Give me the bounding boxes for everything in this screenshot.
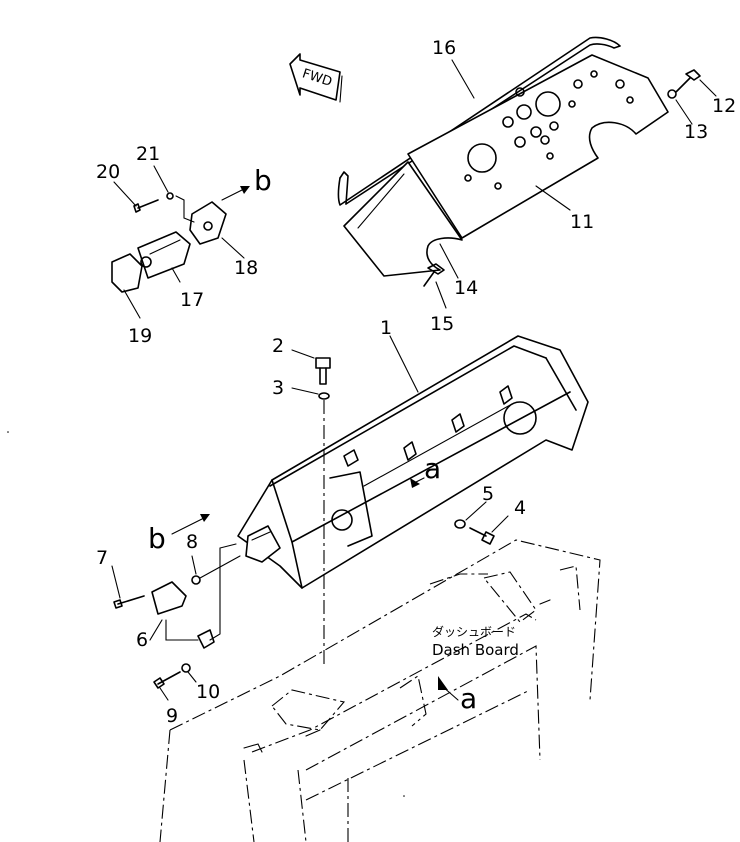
ref-a-bottom: a (460, 682, 477, 715)
callout-11: 11 (570, 211, 594, 233)
washer-5 (454, 519, 466, 529)
dash-frame (237, 335, 589, 589)
washer-3 (318, 392, 330, 400)
callout-1: 1 (380, 317, 392, 339)
ref-b-top: b (254, 164, 272, 197)
callout-3: 3 (272, 377, 284, 399)
callout-16: 16 (432, 37, 456, 59)
callout-18: 18 (234, 257, 258, 279)
callout-19: 19 (128, 325, 152, 347)
switch-assembly (111, 186, 250, 293)
arrow-a-top-line (411, 477, 425, 485)
bolt-2 (315, 357, 331, 385)
ref-a-top: a (424, 452, 441, 485)
callout-2: 2 (272, 335, 284, 357)
callout-20: 20 (96, 161, 120, 183)
dash-board-label-en: Dash Board (432, 641, 519, 659)
fwd-label: FWD (300, 66, 333, 90)
dash-panel-assembly (337, 36, 669, 287)
arrow-a-bottom-line (441, 685, 459, 701)
arrow-a-bottom-icon (438, 676, 448, 690)
ref-b-left: b (148, 522, 166, 555)
callout-8: 8 (186, 531, 198, 553)
stray-dot (403, 795, 405, 797)
dash-board-label-jp: ダッシュボード (432, 624, 516, 639)
reference-letters: b b a a (148, 164, 477, 715)
leader-lines (111, 59, 717, 701)
callout-17: 17 (180, 289, 204, 311)
callout-14: 14 (454, 277, 478, 299)
callout-numbers: 1 2 3 4 5 6 7 8 9 10 11 12 13 14 15 16 1… (96, 37, 736, 727)
callout-4: 4 (514, 497, 526, 519)
callout-7: 7 (96, 547, 108, 569)
dash-board-outline (159, 539, 601, 842)
stray-dot (7, 431, 9, 433)
callout-13: 13 (684, 121, 708, 143)
callout-6: 6 (136, 629, 148, 651)
washer-13 (667, 89, 677, 99)
callout-5: 5 (482, 483, 494, 505)
fwd-arrow-icon: FWD (289, 53, 343, 103)
bolt-12 (675, 69, 701, 93)
callout-9: 9 (166, 705, 178, 727)
callout-15: 15 (430, 313, 454, 335)
harness-parts (113, 514, 241, 689)
bolt-4 (469, 527, 495, 545)
callout-21: 21 (136, 143, 160, 165)
callout-10: 10 (196, 681, 220, 703)
callout-12: 12 (712, 95, 736, 117)
